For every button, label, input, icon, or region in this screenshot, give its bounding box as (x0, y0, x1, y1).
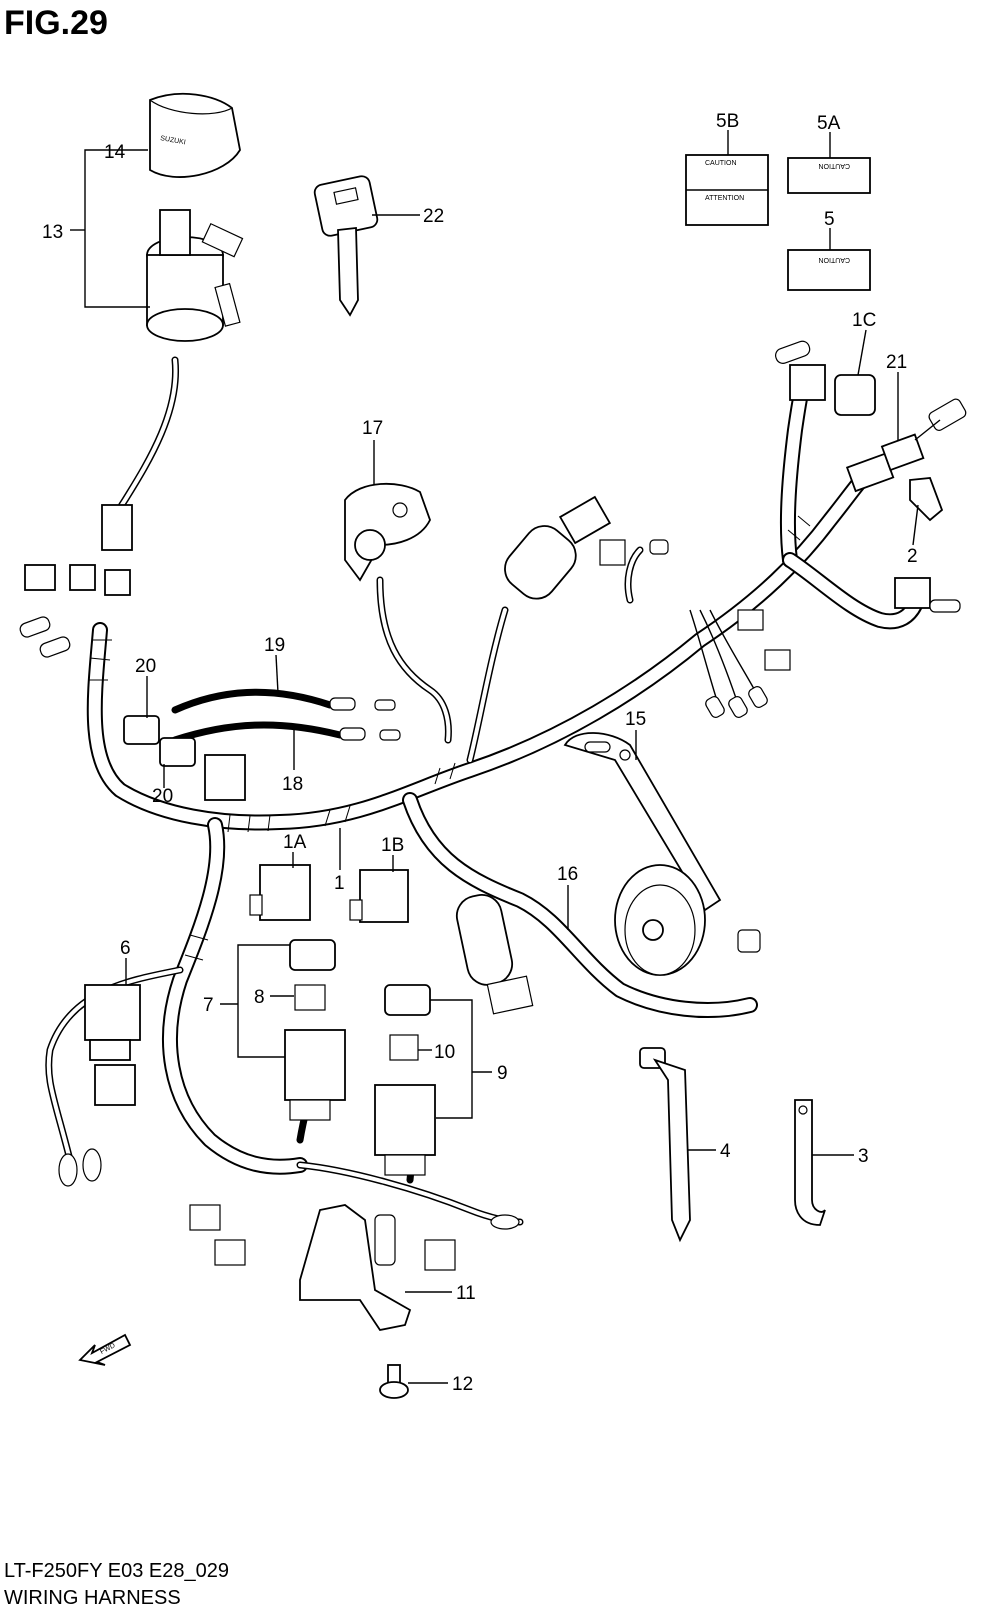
callout-1: 1 (334, 873, 345, 894)
fuse-box-7 (284, 939, 346, 1121)
ignition-switch-assembly: SUZUKI (146, 92, 244, 342)
callout-13: 13 (42, 222, 63, 243)
callout-10: 10 (434, 1042, 455, 1063)
main-switch-connectors (19, 504, 133, 658)
leader-lines (70, 130, 919, 1384)
key-cap-brand: SUZUKI (160, 135, 187, 146)
label-5a-text: CAUTION (819, 162, 851, 169)
handlebar-switch (344, 482, 431, 582)
callout-15: 15 (625, 709, 646, 730)
relay-1A (249, 864, 311, 921)
callout-7: 7 (203, 995, 214, 1016)
callout-20-top: 20 (135, 656, 156, 677)
bracket-11 (189, 1204, 520, 1332)
upper-right-connectors (775, 340, 876, 416)
brake-switch (845, 398, 967, 493)
label-5b-top-text: CAUTION (705, 160, 737, 167)
callout-8: 8 (254, 987, 265, 1008)
harness-connector-left (204, 754, 246, 801)
condenser-unit (455, 894, 534, 1015)
figure-code: LT-F250FY E03 E28_029 (4, 1560, 229, 1582)
relay-1B (349, 869, 409, 923)
callout-6: 6 (120, 938, 131, 959)
figure-title: FIG.29 (4, 4, 108, 42)
callout-2: 2 (907, 546, 918, 567)
label-5-text: CAUTION (819, 256, 851, 263)
callout-21: 21 (886, 352, 907, 373)
callout-1A: 1A (283, 832, 307, 853)
fuse-box-9 (374, 984, 436, 1176)
callout-11: 11 (456, 1283, 476, 1304)
figure-name: WIRING HARNESS (4, 1587, 181, 1609)
callout-18: 18 (282, 774, 303, 795)
clamp-part-2 (909, 477, 944, 522)
callout-4: 4 (720, 1141, 731, 1162)
callout-20-bottom: 20 (152, 786, 173, 807)
callout-3: 3 (858, 1146, 869, 1167)
label-5: CAUTION (787, 249, 871, 291)
label-5B: CAUTION ATTENTION (685, 154, 769, 226)
callout-numbers: 14 13 22 5B 5A 5 1C 21 2 17 19 20 18 20 … (42, 111, 918, 1395)
label-5A: CAUTION (787, 157, 871, 194)
callout-5: 5 (824, 209, 835, 230)
callout-5B: 5B (716, 111, 739, 132)
forward-direction-arrow: FWD (78, 1333, 132, 1366)
callout-16: 16 (557, 864, 578, 885)
callout-17: 17 (362, 418, 383, 439)
ignition-coil (504, 495, 669, 600)
clamp-3 (794, 1099, 826, 1226)
callout-19: 19 (264, 635, 285, 656)
callout-5A: 5A (817, 113, 841, 134)
label-5b-bottom-text: ATTENTION (705, 195, 744, 202)
horn-bracket (563, 732, 722, 912)
fuse-holders-20 (123, 715, 196, 767)
right-connector (894, 577, 961, 613)
relay-6 (58, 984, 141, 1187)
ignition-key (313, 175, 379, 317)
middle-right-connectors (689, 609, 791, 718)
horn (614, 864, 761, 976)
callout-12: 12 (452, 1374, 473, 1395)
callout-14: 14 (104, 142, 126, 163)
leads-18-19 (329, 697, 401, 741)
callout-9: 9 (497, 1063, 508, 1084)
cable-tie-4 (639, 1047, 691, 1243)
bolt-12 (379, 1364, 409, 1399)
callout-22: 22 (423, 206, 444, 227)
callout-1B: 1B (381, 835, 404, 856)
main-wiring-harness (86, 377, 923, 1175)
callout-1C: 1C (852, 310, 876, 331)
